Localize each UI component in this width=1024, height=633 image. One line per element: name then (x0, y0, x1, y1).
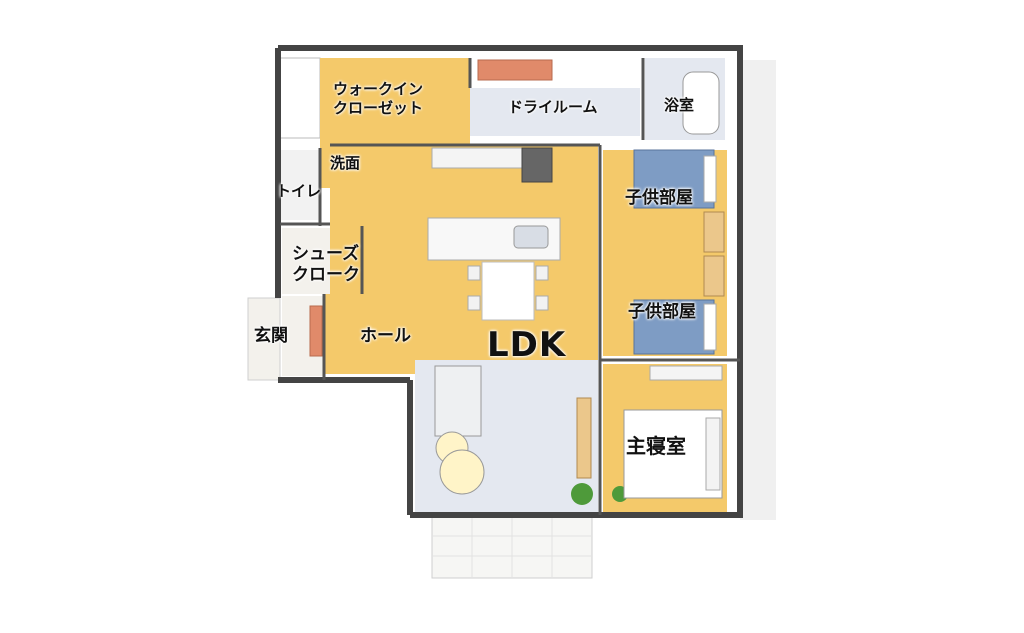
kids-room-2-label: 子供部屋 (628, 302, 696, 322)
master-bedroom-label: 主寝室 (626, 434, 686, 458)
walk-in-closet-label-line2: クローゼット (333, 98, 424, 117)
porch (247, 297, 281, 381)
dry-room-label: ドライルーム (508, 98, 598, 116)
bathroom-label: 浴室 (664, 96, 695, 114)
toilet-label: トイレ (276, 182, 322, 200)
washroom-label: 洗面 (330, 154, 361, 172)
shoe-cloak-label-line1: シューズ (292, 244, 360, 264)
bathtub (682, 71, 720, 135)
master-bed-pillow (705, 417, 721, 491)
toilet-floor (280, 150, 320, 220)
shoe-shelf (309, 305, 323, 357)
hall-label: ホール (360, 326, 411, 346)
dining-chairs (467, 265, 549, 311)
kids-room-1-label: 子供部屋 (625, 188, 693, 208)
plan-shadow (740, 60, 776, 520)
terrace-tiles (432, 516, 592, 578)
side-table-2 (439, 449, 485, 495)
walk-in-closet-label: ウォークイン クローゼット (333, 80, 423, 118)
dining-table (481, 261, 535, 321)
walls (275, 45, 743, 518)
sink (513, 225, 549, 249)
dry-room-floor (470, 88, 640, 136)
dry-room-shelf (477, 59, 553, 81)
walk-in-closet-label-line1: ウォークイン (333, 80, 424, 98)
master-closet (649, 365, 723, 381)
ldk-label: LDK (487, 325, 567, 365)
plant-living (571, 483, 593, 505)
shoe-cloak-label-line2: クローク (292, 265, 360, 286)
entrance-label: 玄関 (254, 326, 288, 346)
walk-in-closet-floor (320, 58, 470, 148)
inner-walls (280, 58, 740, 515)
tv-board (576, 397, 592, 479)
kids-bed-1-pillow (703, 155, 717, 203)
kids-desk-2 (703, 255, 725, 297)
fridge (521, 147, 553, 183)
kids-bed-2-pillow (703, 303, 717, 351)
kids-bed-1 (633, 149, 715, 209)
kitchen-back-counter (431, 147, 523, 169)
sofa (434, 365, 482, 437)
kids-desk-1 (703, 211, 725, 253)
upper-left-storage (279, 57, 321, 139)
shoe-cloak-label: シューズ クローク (292, 244, 360, 287)
